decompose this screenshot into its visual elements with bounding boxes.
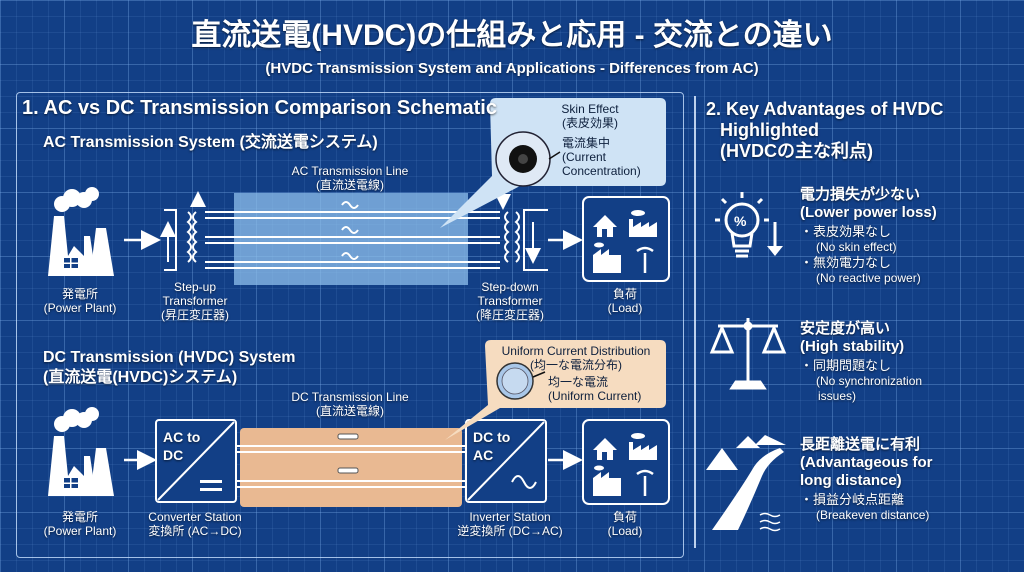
uniform-current-label: 均一な電流(Uniform Current): [548, 375, 642, 403]
step-down-transformer-icon: [495, 194, 548, 271]
lightbulb-percent-icon: %: [715, 192, 783, 258]
advantage-lower-loss: 電力損失が少ない (Lower power loss) ・表皮効果なし (No …: [800, 186, 937, 285]
ac-plant-label: 発電所(Power Plant): [43, 287, 117, 315]
section-divider: [694, 96, 696, 548]
balance-scale-icon: [709, 318, 787, 390]
dc-load-label: 負荷(Load): [607, 510, 643, 538]
long-road-icon: [706, 435, 786, 532]
power-plant-icon: [48, 407, 114, 496]
dc-symbol-icon: [337, 467, 359, 474]
dc-plant-label: 発電所(Power Plant): [43, 510, 117, 538]
schematic-frame: [16, 92, 684, 558]
power-plant-icon: [48, 187, 114, 276]
ac-system-title: AC Transmission System (交流送電システム): [43, 134, 378, 151]
ac-load-label: 負荷(Load): [607, 287, 643, 315]
advantage-high-stability: 安定度が高い (High stability) ・同期問題なし (No sync…: [800, 320, 923, 403]
skin-effect-title: Skin Effect(表皮効果): [561, 102, 619, 130]
load-icon: [581, 195, 671, 283]
svg-text:%: %: [734, 213, 747, 229]
ac-line-highlight: [234, 193, 468, 285]
ac-line-label: AC Transmission Line(直流送電線): [291, 164, 409, 192]
dc-conductors: [232, 445, 468, 488]
converter-station-icon: [155, 419, 237, 503]
section1-heading: 1. AC vs DC Transmission Comparison Sche…: [22, 97, 497, 119]
advantage-long-distance: 長距離送電に有利 (Advantageous for long distance…: [800, 436, 933, 522]
skin-effect-callout: [440, 98, 666, 228]
page-subtitle: (HVDC Transmission System and Applicatio…: [265, 60, 759, 77]
load-icon: [581, 418, 671, 506]
uniform-current-callout: [445, 340, 666, 440]
page-title: 直流送電(HVDC)の仕組みと応用 - 交流との違い: [191, 19, 833, 52]
dc-system-title: DC Transmission (HVDC) System(直流送電(HVDC)…: [43, 349, 296, 386]
dc-line-label: DC Transmission Line(直流送電線): [291, 390, 409, 418]
step-up-transformer-icon: [160, 191, 206, 271]
ac-wave-icon: [341, 201, 359, 260]
inverter-station-icon: [465, 419, 547, 503]
dc-symbol-icon: [337, 433, 359, 440]
uniform-current-title: Uniform Current Distribution(均一な電流分布): [501, 344, 651, 372]
